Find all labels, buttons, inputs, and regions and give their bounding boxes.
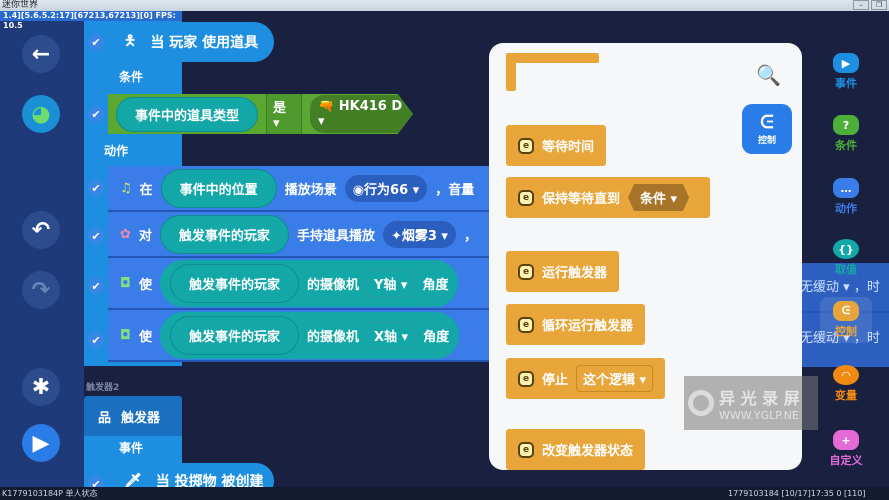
- category-event[interactable]: ▶事件: [820, 53, 872, 91]
- action-row[interactable]: ✿对触发事件的玩家手持道具播放✦烟雾3 ▾，: [108, 212, 489, 258]
- question-icon: ?: [833, 115, 859, 135]
- control-icon: e: [518, 137, 534, 154]
- control-icon: ᕮ: [760, 112, 774, 133]
- undo-icon[interactable]: ↶: [22, 211, 60, 249]
- operator-dropdown[interactable]: 是 ▾: [266, 94, 303, 134]
- trigger-header[interactable]: 品触发器: [84, 396, 182, 436]
- checkbox[interactable]: ✔: [88, 106, 104, 122]
- sword-icon: 🗡: [124, 473, 142, 489]
- camera-icon: ◘: [120, 275, 131, 291]
- play-icon[interactable]: ▶: [22, 424, 60, 462]
- bug-icon[interactable]: ✱: [22, 368, 60, 406]
- control-icon: e: [518, 441, 534, 458]
- axis-dropdown[interactable]: Y轴 ▾: [366, 269, 415, 297]
- effect-icon: ✿: [120, 226, 131, 242]
- event-text: 当 玩家 使用道具: [150, 35, 259, 51]
- condition-block[interactable]: 事件中的道具类型 是 ▾ 🔫 HK416 D ▾: [108, 94, 413, 134]
- action-label: 动作: [84, 140, 182, 162]
- condition-label: 条件: [84, 66, 182, 88]
- category-action[interactable]: …动作: [820, 178, 872, 216]
- action-row[interactable]: ♫在事件中的位置播放场景◉行为66 ▾，音量: [108, 166, 489, 212]
- hierarchy-icon: 品: [98, 410, 112, 426]
- dots-icon: …: [833, 178, 859, 198]
- rss-icon: ◠: [833, 365, 859, 385]
- item-dropdown[interactable]: 🔫 HK416 D ▾: [310, 95, 413, 133]
- window-controls: –❐: [853, 0, 887, 11]
- status-left: K1779103184P 单人状态: [2, 489, 98, 498]
- search-icon[interactable]: 🔍: [756, 63, 781, 87]
- checkbox[interactable]: ✔: [88, 228, 104, 244]
- action-list: ♫在事件中的位置播放场景◉行为66 ▾，音量 ✿对触发事件的玩家手持道具播放✦烟…: [108, 166, 489, 362]
- control-icon: ᕮ: [833, 301, 859, 321]
- dropdown[interactable]: ✦烟雾3 ▾: [382, 220, 456, 248]
- condition-dropdown[interactable]: 条件 ▾: [628, 184, 690, 211]
- back-arrow-icon[interactable]: ←: [22, 35, 60, 73]
- status-right: 1779103184 [10/17]17:35 0 [110]: [728, 489, 866, 498]
- checkbox[interactable]: ✔: [88, 34, 104, 50]
- debug-info: 1.4][5.6.5.2:17][67213,67213][0] FPS: 10…: [0, 11, 182, 30]
- category-custom[interactable]: +自定义: [820, 430, 872, 468]
- control-icon: e: [518, 263, 534, 280]
- loop-block-shape[interactable]: [506, 53, 599, 63]
- category-value[interactable]: {}取值: [820, 239, 872, 277]
- stop-target-dropdown[interactable]: 这个逻辑 ▾: [576, 365, 654, 392]
- player-icon: 🯅: [124, 33, 137, 49]
- braces-icon: {}: [833, 239, 859, 259]
- window-title: 迷你世界: [0, 0, 889, 11]
- condition-param[interactable]: 事件中的道具类型: [116, 96, 259, 132]
- redo-icon[interactable]: ↷: [22, 271, 60, 309]
- event-block[interactable]: 🯅 当 玩家 使用道具: [108, 22, 274, 62]
- minimize-button[interactable]: –: [853, 0, 869, 10]
- plus-cloud-icon: +: [833, 430, 859, 450]
- cloud-play-icon: ▶: [833, 53, 859, 73]
- dropdown[interactable]: ◉行为66 ▾: [344, 174, 428, 202]
- action-row-overflow: 无缓动 ▾ ，时 无缓动 ▾ ，时: [800, 263, 889, 367]
- status-bar: K1779103184P 单人状态 1779103184 [10/17]17:3…: [0, 487, 889, 500]
- control-icon: e: [518, 370, 534, 387]
- music-icon: ♫: [120, 180, 132, 196]
- category-variable[interactable]: ◠变量: [820, 365, 872, 403]
- watermark-logo: [688, 390, 714, 416]
- control-icon: e: [518, 316, 534, 333]
- checkbox[interactable]: ✔: [88, 278, 104, 294]
- axis-dropdown[interactable]: X轴 ▾: [366, 321, 416, 349]
- category-condition[interactable]: ?条件: [820, 115, 872, 153]
- trigger-group-label: 触发器2: [86, 383, 120, 393]
- control-icon: e: [518, 189, 534, 206]
- left-sidebar: ← ◕ ↶ ↷ ✱ ▶: [0, 11, 84, 487]
- loop-block-arm: [506, 53, 516, 91]
- restore-button[interactable]: ❐: [871, 0, 887, 10]
- checkbox[interactable]: ✔: [88, 180, 104, 196]
- camera-icon: ◘: [120, 327, 131, 343]
- checkbox[interactable]: ✔: [88, 332, 104, 348]
- globe-icon[interactable]: ◕: [22, 95, 60, 133]
- event-text: 当 投掷物 被创建: [155, 474, 264, 490]
